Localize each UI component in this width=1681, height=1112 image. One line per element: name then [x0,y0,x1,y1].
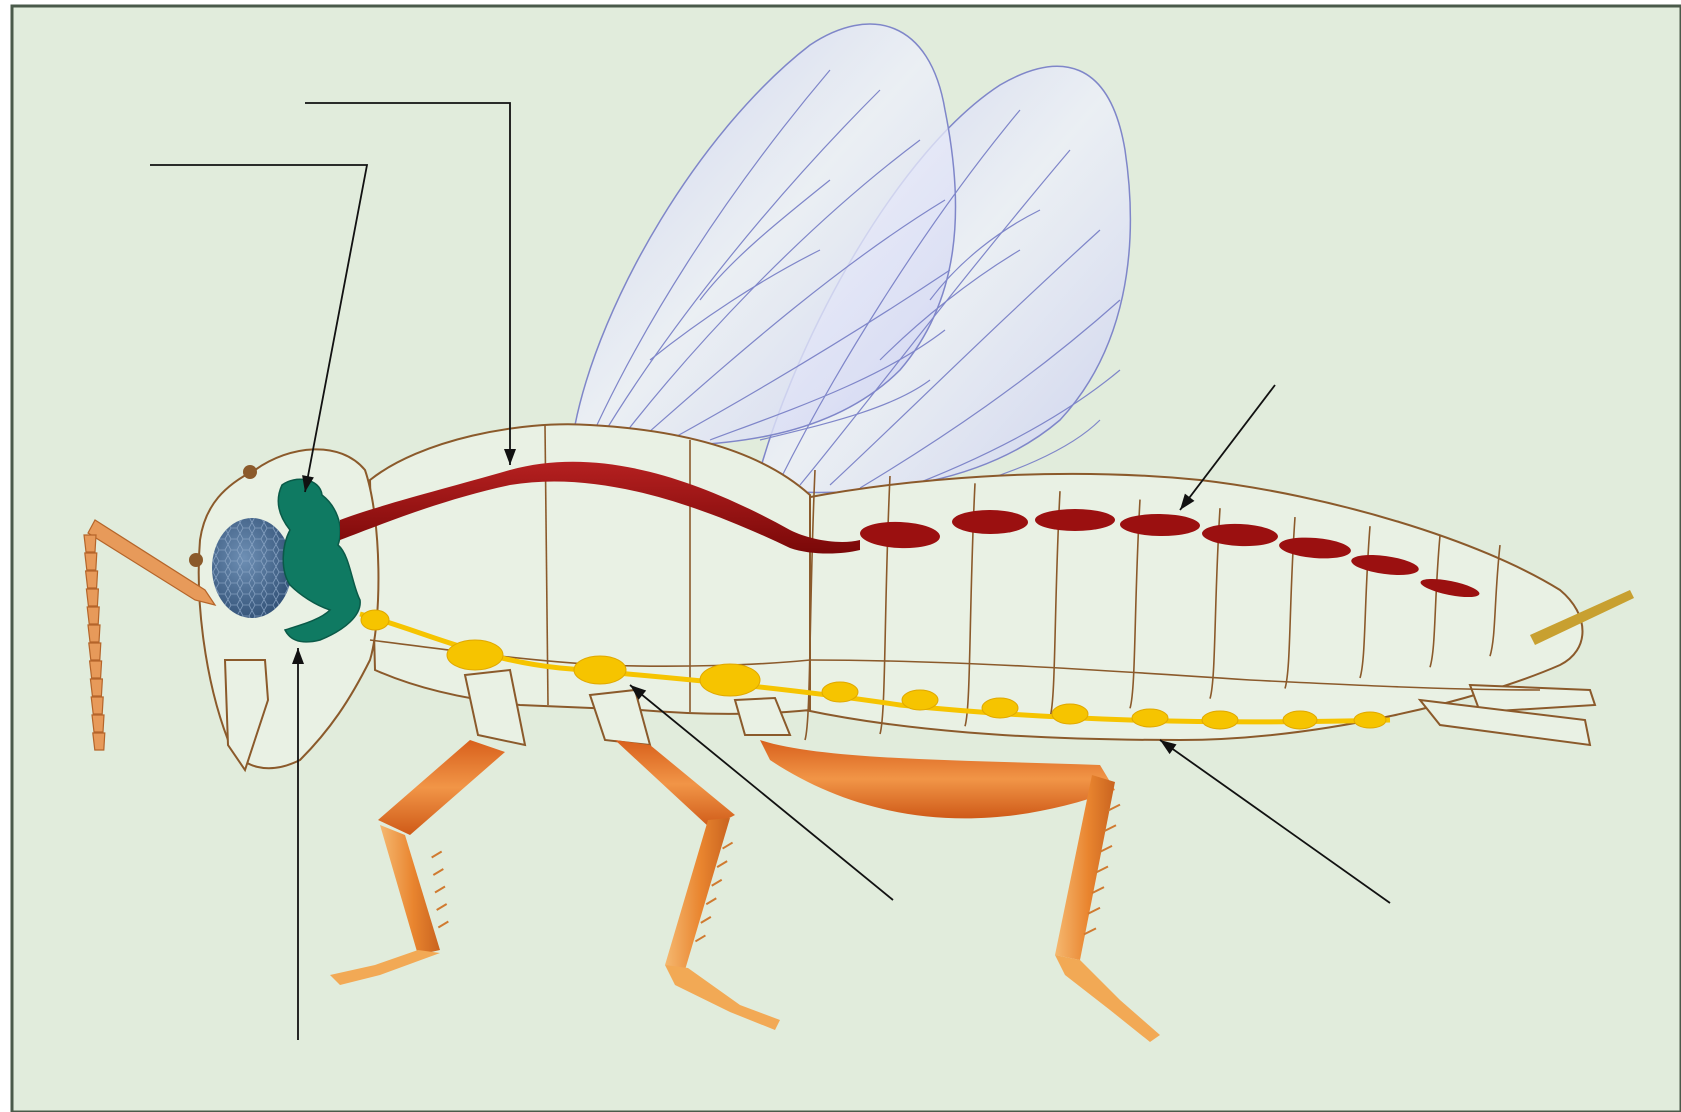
ganglion [447,640,503,670]
compound-eye [212,518,292,618]
antenna-segment [90,661,102,678]
ganglion [982,698,1018,718]
ocellus [243,465,257,479]
antenna-segment [86,589,98,606]
ganglion [700,664,760,696]
antenna-segment [86,571,98,588]
antennal-socket [189,553,203,567]
antenna-segment [88,625,100,642]
antenna-segment [93,733,105,750]
antenna-segment [87,607,99,624]
antenna-segment [89,643,101,660]
ganglion [1052,704,1088,724]
heart-chamber [1035,509,1115,531]
ganglion [1202,711,1238,729]
ganglion [1132,709,1168,727]
antenna-segment [84,535,96,552]
antenna-segment [85,553,97,570]
antenna-segment [92,715,104,732]
ganglion [1354,712,1386,728]
ganglion [822,682,858,702]
antenna-segment [91,697,103,714]
ganglion [361,610,389,630]
antenna-segment [90,679,102,696]
ganglion [902,690,938,710]
ganglion [574,656,626,684]
ganglion [1283,711,1317,729]
